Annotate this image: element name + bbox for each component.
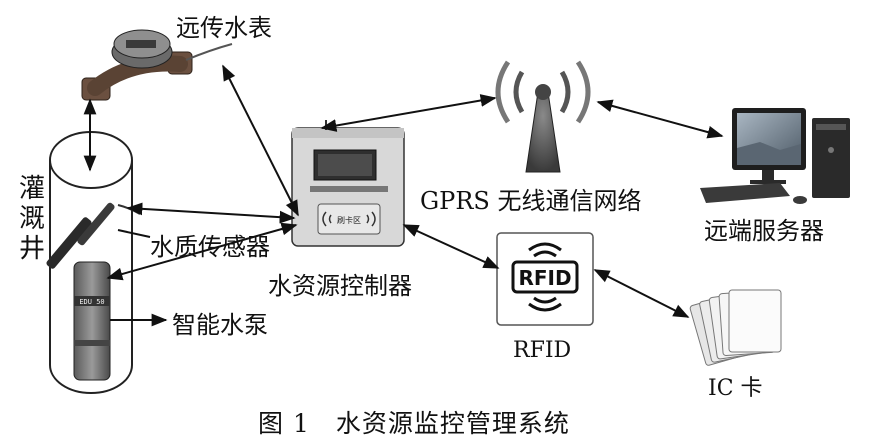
arrow-controller-gprs (320, 94, 497, 132)
line-sensor-label (117, 229, 151, 238)
ic-card-stack-icon (689, 289, 782, 366)
rfid-logo-text: RFID (518, 266, 571, 290)
label-controller: 水资源控制器 (268, 272, 412, 300)
arrow-rfid-ic (593, 269, 690, 318)
smart-pump-icon: EDU 50 (73, 261, 111, 381)
arrow-meter-controller (222, 64, 299, 217)
label-remote-server: 远端服务器 (704, 217, 824, 245)
label-smart-pump: 智能水泵 (172, 311, 268, 339)
gprs-tower-icon (495, 60, 591, 173)
label-gprs-network: GPRS 无线通信网络 (420, 187, 642, 215)
rfid-reader-icon: RFID (496, 232, 594, 326)
label-water-quality-sensor: 水质传感器 (150, 233, 270, 261)
connections (83, 64, 724, 327)
pump-tag-text: EDU 50 (79, 298, 104, 306)
arrow-sensor-controller (126, 202, 296, 224)
figure-caption: 图 1 水资源监控管理系统 (258, 409, 570, 438)
arrow-controller-rfid (402, 224, 500, 269)
arrow-pump-controller (106, 222, 298, 281)
label-ic-card: IC 卡 (708, 376, 763, 401)
water-quality-sensor-icon (46, 202, 141, 269)
water-resource-controller-icon: 刷卡区 (291, 120, 405, 247)
card-reader-text: 刷卡区 (337, 215, 361, 225)
label-irrigation-well: 灌溉井 (18, 174, 45, 264)
water-meter-icon (81, 29, 233, 101)
label-rfid: RFID (513, 338, 572, 363)
remote-server-icon (700, 108, 850, 204)
arrow-gprs-server (596, 99, 724, 139)
label-water-meter: 远传水表 (176, 14, 272, 42)
